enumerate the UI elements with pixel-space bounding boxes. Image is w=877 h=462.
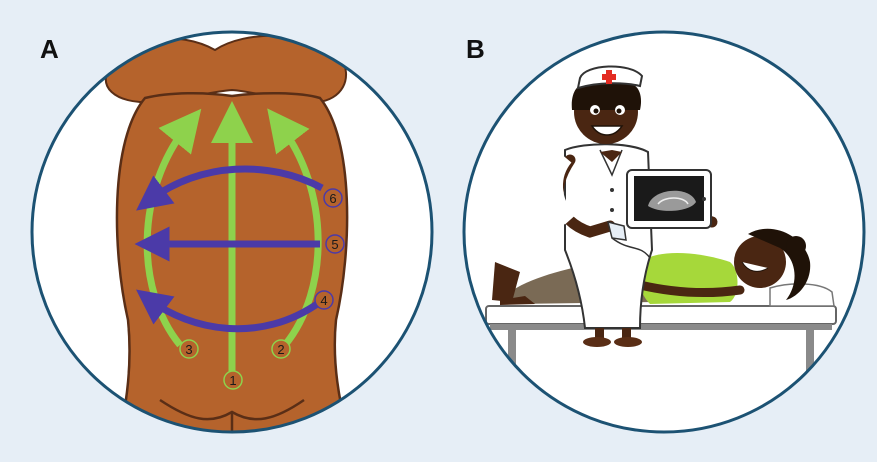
label-1: 1 <box>224 371 242 389</box>
label-4: 4 <box>315 291 333 309</box>
svg-text:3: 3 <box>185 342 192 357</box>
panel-b <box>464 32 864 432</box>
panel-a: 1 2 3 4 5 6 <box>32 32 432 440</box>
svg-text:2: 2 <box>277 342 284 357</box>
svg-text:4: 4 <box>320 293 327 308</box>
ultrasound-screen-icon <box>627 170 711 228</box>
label-2: 2 <box>272 340 290 358</box>
svg-text:6: 6 <box>329 191 336 206</box>
label-5: 5 <box>326 235 344 253</box>
panel-b-circle-bg <box>464 32 864 432</box>
svg-text:5: 5 <box>331 237 338 252</box>
svg-text:1: 1 <box>229 373 236 388</box>
label-6: 6 <box>324 189 342 207</box>
label-3: 3 <box>180 340 198 358</box>
